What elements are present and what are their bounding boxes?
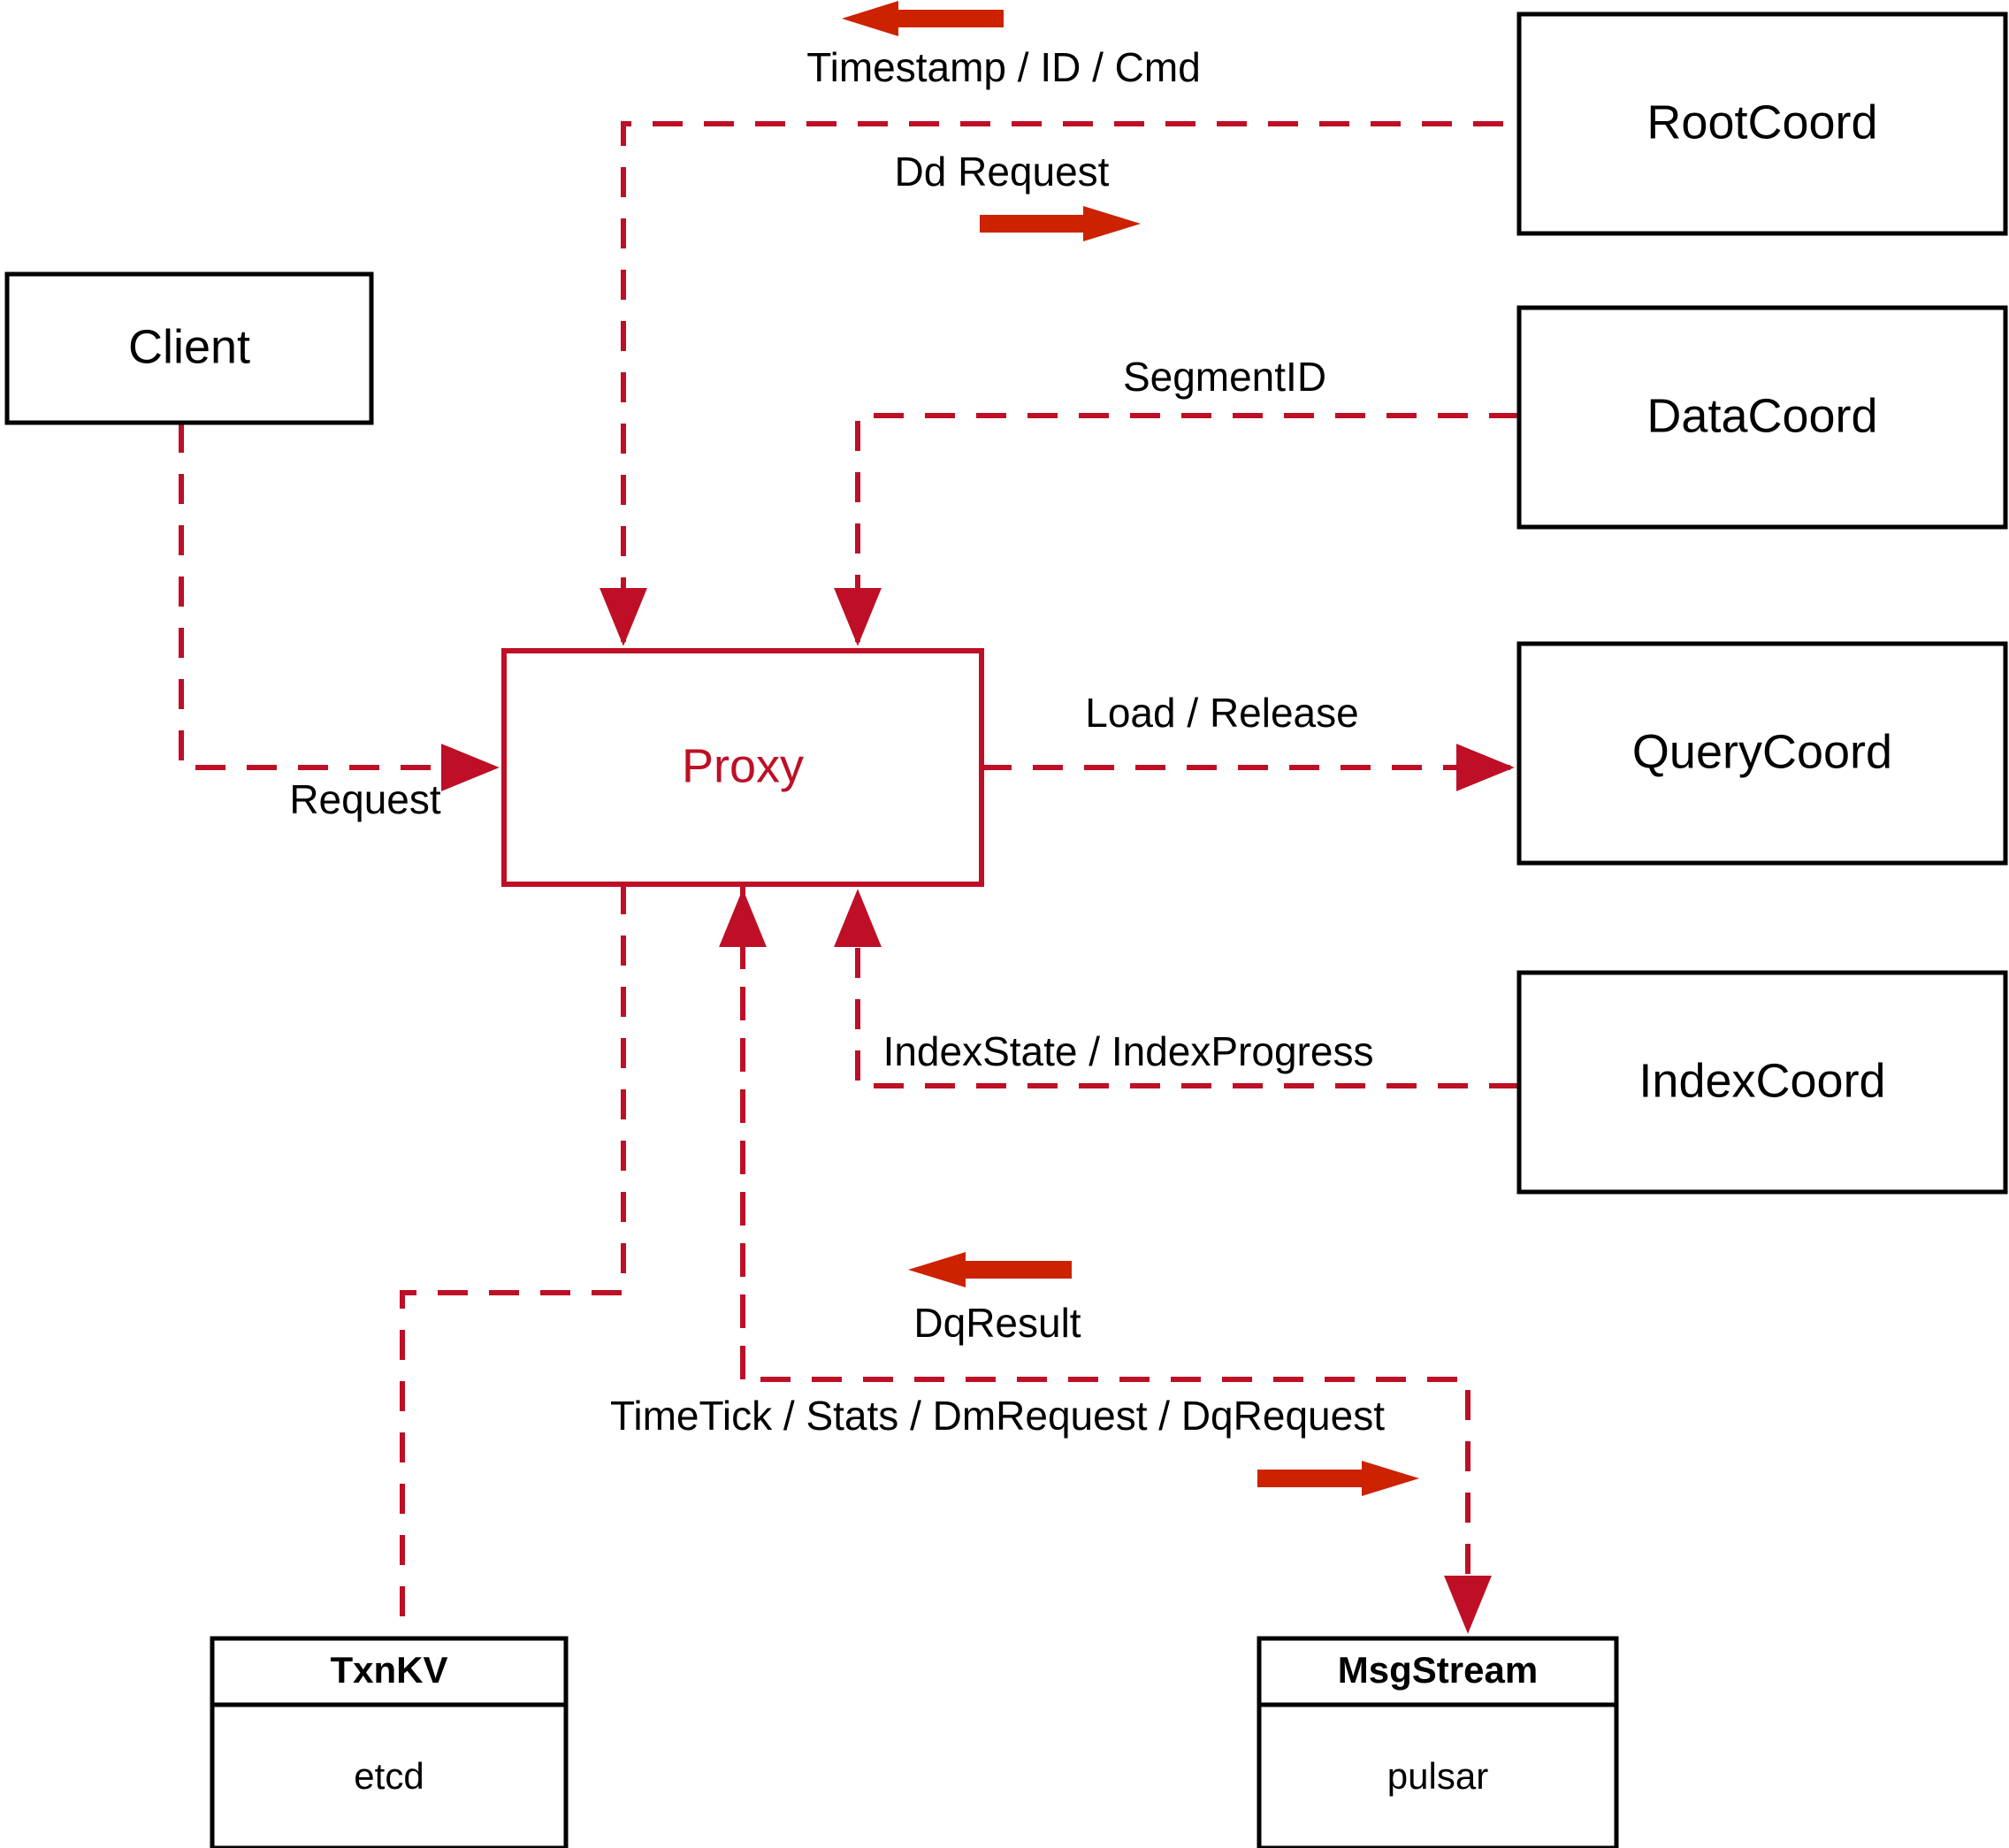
connection-datacoord-to-proxy (834, 413, 1519, 646)
thick-arrow-dqresult-left (908, 1252, 1072, 1287)
edge-label-timetick-stats: TimeTick / Stats / DmRequest / DqRequest (610, 1393, 1385, 1439)
connection-indexcoord-to-proxy (834, 889, 1519, 1088)
thick-arrow-timestamp-left (842, 1, 1004, 36)
connection-rootcoord-to-proxy (600, 121, 1503, 646)
edge-label-load-release: Load / Release (1085, 690, 1358, 736)
edge-label-dd-request: Dd Request (895, 149, 1110, 195)
edge-label-segment-id: SegmentID (1123, 354, 1326, 400)
node-txnkv-header: TxnKV (330, 1649, 447, 1691)
node-datacoord[interactable]: DataCoord (1516, 305, 2008, 530)
node-querycoord[interactable]: QueryCoord (1516, 641, 2008, 866)
node-client-label: Client (128, 320, 250, 373)
node-proxy-label: Proxy (682, 739, 804, 792)
node-msgstream[interactable]: MsgStream pulsar (1257, 1636, 1619, 1848)
node-proxy[interactable]: Proxy (501, 648, 984, 887)
connection-client-to-proxy (179, 423, 500, 791)
node-querycoord-label: QueryCoord (1632, 725, 1892, 778)
node-txnkv[interactable]: TxnKV etcd (210, 1636, 569, 1848)
node-datacoord-label: DataCoord (1646, 389, 1877, 442)
node-rootcoord[interactable]: RootCoord (1516, 11, 2008, 236)
thick-arrow-ddrequest-right (980, 206, 1141, 241)
node-txnkv-body: etcd (354, 1755, 424, 1797)
node-msgstream-header: MsgStream (1338, 1649, 1538, 1691)
edge-label-request: Request (289, 776, 441, 822)
node-indexcoord[interactable]: IndexCoord (1516, 970, 2008, 1195)
node-client[interactable]: Client (4, 271, 374, 425)
connection-proxy-to-txnkv (400, 884, 626, 1638)
edge-label-index-state: IndexState / IndexProgress (883, 1028, 1374, 1074)
node-rootcoord-label: RootCoord (1646, 95, 1877, 149)
node-indexcoord-label: IndexCoord (1639, 1054, 1885, 1107)
thick-arrow-dqrequest-right (1257, 1461, 1419, 1496)
connection-proxy-to-msgstream (740, 884, 1492, 1634)
edge-label-dq-result: DqResult (913, 1300, 1081, 1346)
node-msgstream-body: pulsar (1387, 1755, 1488, 1797)
edge-label-timestamp-id-cmd: Timestamp / ID / Cmd (806, 44, 1201, 90)
